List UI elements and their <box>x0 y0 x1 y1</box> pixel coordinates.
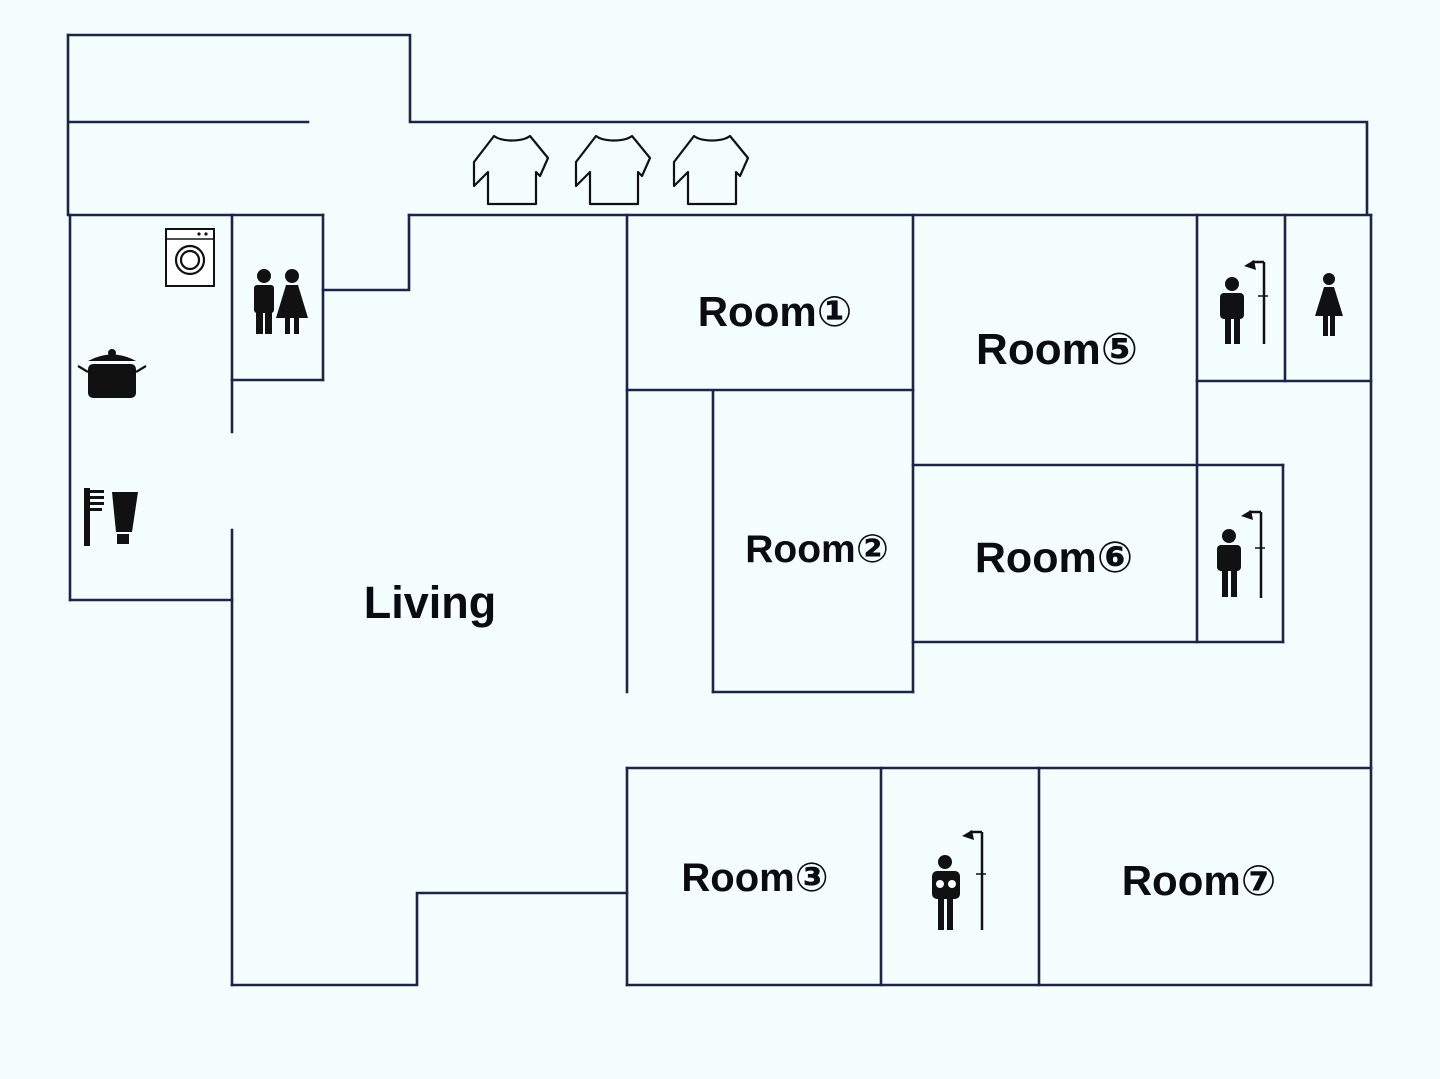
walls <box>66 33 1373 987</box>
shirt-icon <box>472 134 550 206</box>
living-label: Living <box>364 577 497 628</box>
washing-machine-icon <box>165 228 215 287</box>
woman-icon <box>1315 273 1343 336</box>
room3-label: Room③ <box>681 856 828 900</box>
room5-label: Room⑤ <box>976 325 1138 374</box>
room6-label: Room⑥ <box>975 534 1133 582</box>
restroom-icon <box>254 269 308 334</box>
shirt-icon <box>574 134 652 206</box>
room7-label: Room⑦ <box>1122 857 1277 904</box>
shirt-icon <box>672 134 750 206</box>
shower-man-icon <box>1220 260 1268 344</box>
shower-woman-icon <box>932 830 986 930</box>
room2-label: Room② <box>745 528 889 571</box>
shower-man-icon <box>1217 510 1265 598</box>
cooking-pot-icon <box>77 349 147 398</box>
room1-label: Room① <box>698 288 853 335</box>
toothbrush-toothpaste-icon <box>84 488 138 546</box>
